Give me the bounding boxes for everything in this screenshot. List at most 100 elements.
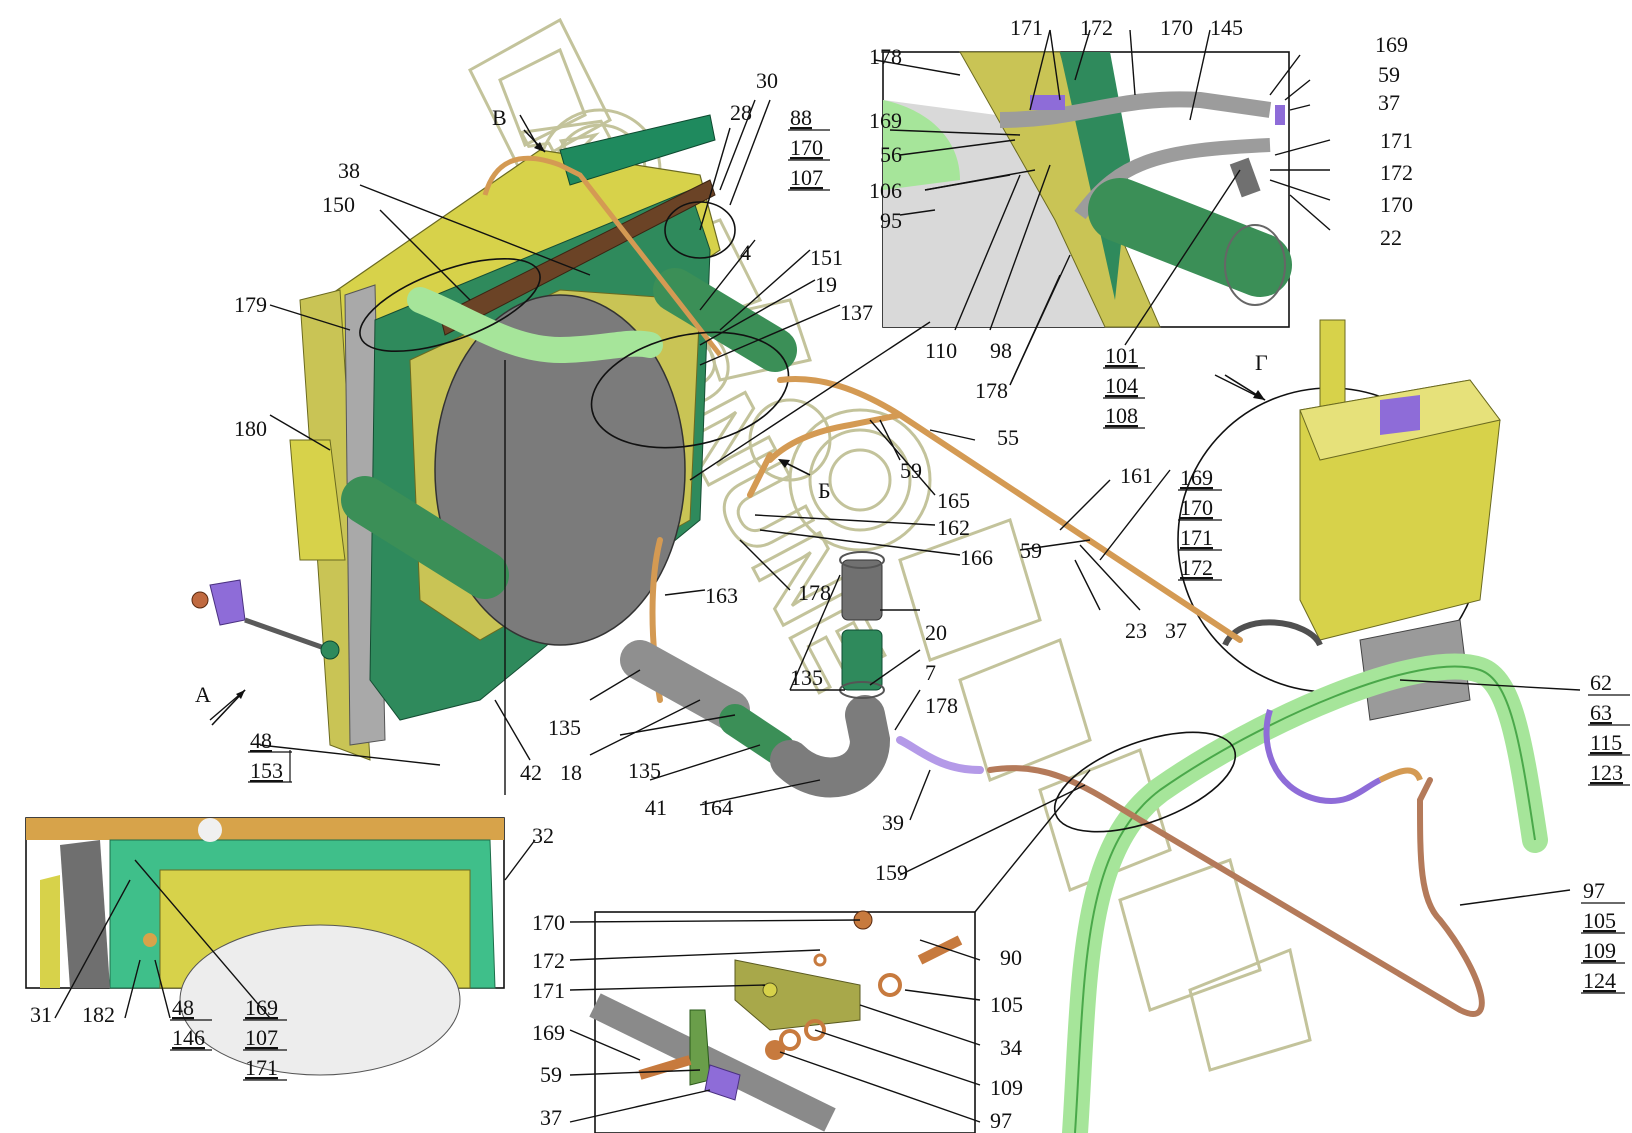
view-letter-b: Б [818,478,831,503]
label-59d: 59 [540,1062,562,1087]
label-97a: 97 [1583,878,1605,903]
label-55: 55 [997,425,1019,450]
label-161: 161 [1120,463,1153,488]
label-135b: 135 [548,715,581,740]
label-170a: 170 [790,135,823,160]
label-170c: 170 [1380,192,1413,217]
label-56: 56 [880,142,902,167]
label-159: 159 [875,860,908,885]
label-59c: 59 [1020,538,1042,563]
label-39: 39 [882,810,904,835]
label-178b: 178 [975,378,1008,403]
label-170e: 170 [532,910,565,935]
label-170b: 170 [1160,15,1193,40]
label-23: 23 [1125,618,1147,643]
label-104: 104 [1105,373,1138,398]
label-48b: 48 [172,995,194,1020]
detail-tank [1177,319,1501,721]
label-179: 179 [234,292,267,317]
label-48a: 48 [250,728,272,753]
label-37b: 37 [1165,618,1187,643]
label-105a: 105 [1583,908,1616,933]
label-137: 137 [840,300,873,325]
label-169b: 169 [869,108,902,133]
label-169d: 169 [245,995,278,1020]
label-182: 182 [82,1002,115,1027]
label-4: 4 [740,240,751,265]
label-171b: 171 [1380,128,1413,153]
label-34: 34 [1000,1035,1022,1060]
label-163: 163 [705,583,738,608]
leader-lines [54,29,1581,1123]
label-171a: 171 [1010,15,1043,40]
label-109a: 109 [1583,938,1616,963]
label-110: 110 [925,338,957,363]
copper-short [1378,767,1423,783]
label-151: 151 [810,245,843,270]
label-32: 32 [532,823,554,848]
label-38: 38 [338,158,360,183]
view-letter-g: Г [1255,350,1268,375]
detail-inset-bottom-left [25,817,505,1076]
label-135a: 135 [790,665,823,690]
label-37c: 37 [540,1105,562,1130]
label-88: 88 [790,105,812,130]
label-124: 124 [1583,968,1616,993]
callout-labels: 30 28 88 170 107 38 150 4 151 19 137 179… [30,15,1630,1133]
label-178a: 178 [869,44,902,69]
label-28: 28 [730,100,752,125]
label-178c: 178 [798,580,831,605]
label-146: 146 [172,1025,205,1050]
label-172c: 172 [1180,555,1213,580]
label-164: 164 [700,795,733,820]
label-180: 180 [234,416,267,441]
detail-inset-top [882,51,1292,328]
label-172b: 172 [1380,160,1413,185]
detail-highlight-ellipse [1053,731,1237,833]
label-115: 115 [1590,730,1622,755]
label-98: 98 [990,338,1012,363]
label-171d: 171 [245,1055,278,1080]
large-green-pipe [1062,653,1548,1133]
violet-hose-2 [1263,709,1382,804]
view-letter-a: А [195,682,211,707]
label-105b: 105 [990,992,1023,1017]
label-170d: 170 [1180,495,1213,520]
label-171e: 171 [532,978,565,1003]
label-171c: 171 [1180,525,1213,550]
label-150: 150 [322,192,355,217]
radiator-assembly [191,114,797,761]
label-101: 101 [1105,343,1138,368]
label-97b: 97 [990,1108,1012,1133]
label-106: 106 [869,178,902,203]
label-59b: 59 [900,458,922,483]
violet-hose [896,736,984,774]
label-123: 123 [1590,760,1623,785]
label-162: 162 [937,515,970,540]
label-107b: 107 [245,1025,278,1050]
label-37a: 37 [1378,90,1400,115]
label-95: 95 [880,208,902,233]
label-178d: 178 [925,693,958,718]
label-107a: 107 [790,165,823,190]
label-59a: 59 [1378,62,1400,87]
label-108: 108 [1105,403,1138,428]
label-19: 19 [815,272,837,297]
label-169a: 169 [1375,32,1408,57]
label-18: 18 [560,760,582,785]
label-22: 22 [1380,225,1402,250]
label-42: 42 [520,760,542,785]
label-90: 90 [1000,945,1022,970]
label-63: 63 [1590,700,1612,725]
label-172a: 172 [1080,15,1113,40]
label-31: 31 [30,1002,52,1027]
label-7: 7 [925,660,936,685]
label-145: 145 [1210,15,1243,40]
label-62: 62 [1590,670,1612,695]
label-169e: 169 [532,1020,565,1045]
label-109b: 109 [990,1075,1023,1100]
label-165: 165 [937,488,970,513]
label-135c: 135 [628,758,661,783]
